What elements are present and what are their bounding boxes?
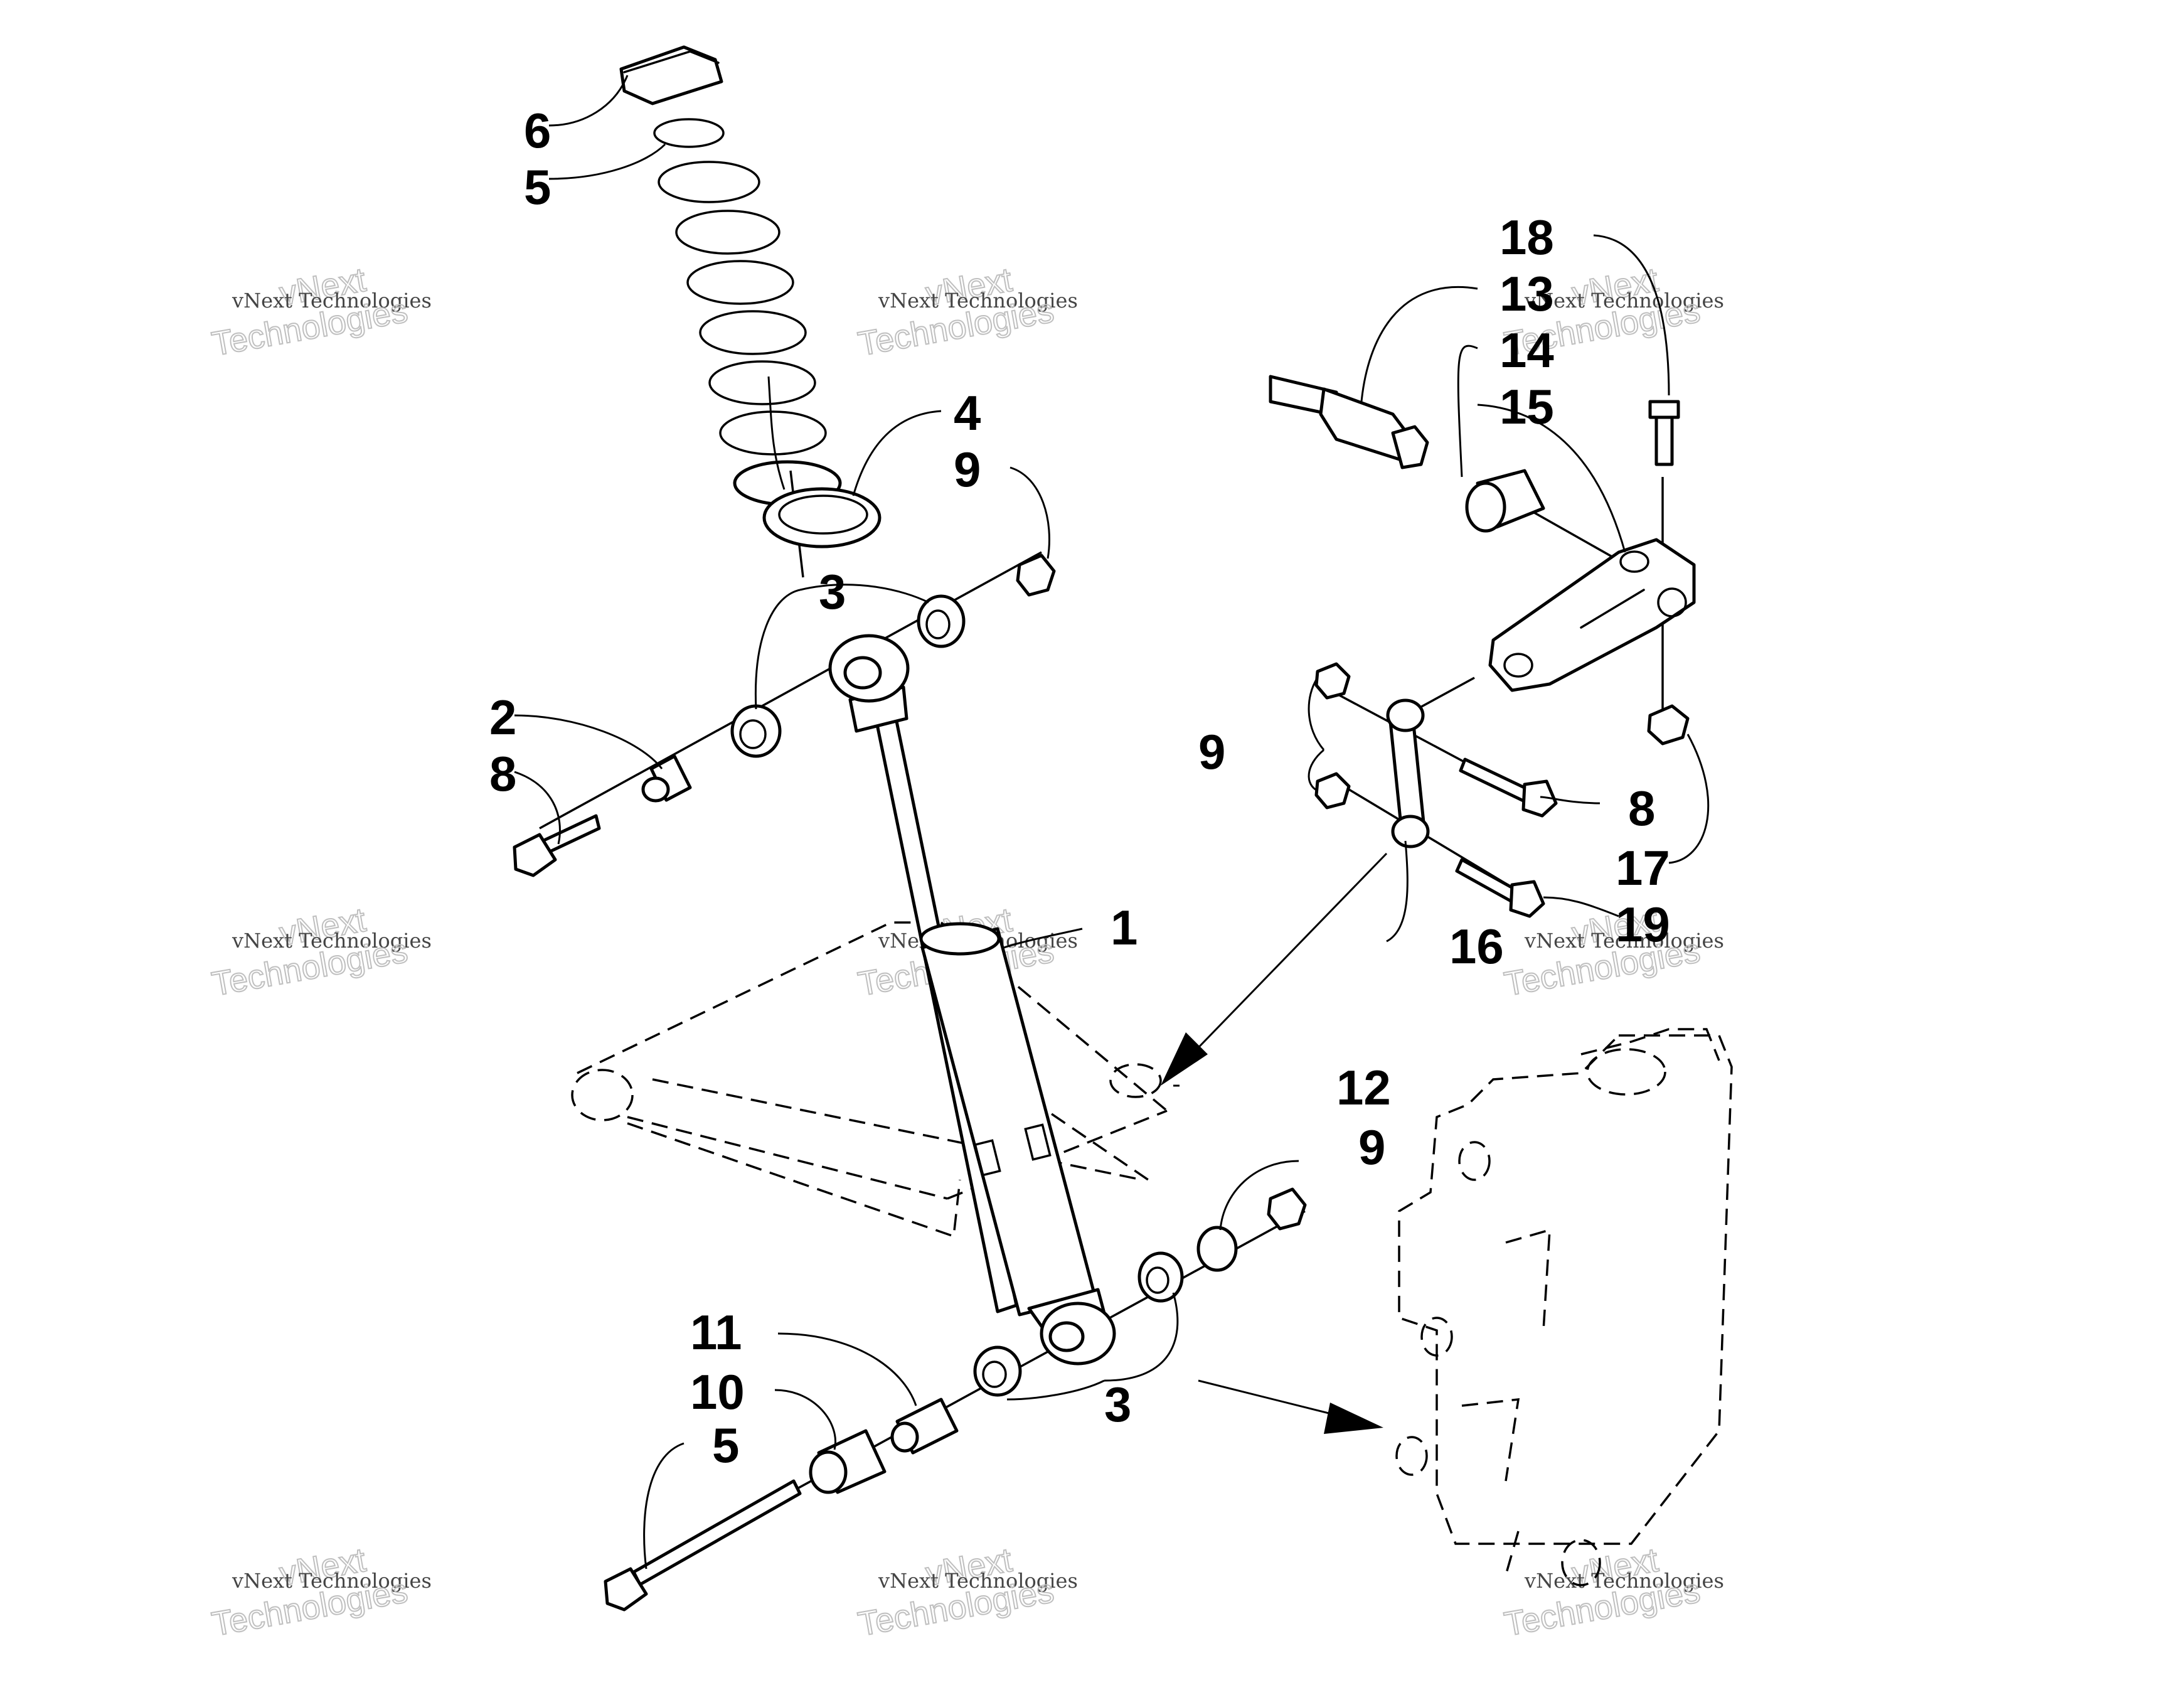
callout-3-upper: 3	[819, 564, 846, 619]
svg-text:vNext Technologies: vNext Technologies	[878, 289, 1078, 313]
bushing	[973, 1345, 1022, 1397]
shock-absorber	[828, 634, 1116, 1366]
bushing	[1137, 1251, 1184, 1303]
coil-spring	[653, 118, 842, 506]
callout-8-right: 8	[1628, 781, 1655, 836]
bolt	[632, 1479, 802, 1586]
leader-lines	[514, 75, 1710, 1569]
nut	[1314, 662, 1351, 700]
upper-bolt-axis	[539, 551, 1042, 830]
washer	[1196, 1226, 1238, 1272]
watermark: vNext vNext Technologies Technologies	[208, 1541, 432, 1644]
bolt	[1455, 858, 1520, 904]
torsion-bar-group	[1269, 375, 1696, 746]
callout-7: 6	[524, 103, 551, 158]
arrow-head	[1324, 1403, 1383, 1434]
callout-3-lower: 3	[1104, 1377, 1131, 1432]
watermark: vNext vNext Technologies Technologies	[855, 1541, 1078, 1644]
shock-body	[920, 927, 1097, 1317]
callout-14: 14	[1500, 323, 1554, 378]
watermark: vNext vNext Technologies Technologies	[1501, 901, 1724, 1004]
callout-15: 15	[1500, 379, 1554, 434]
svg-text:vNext Technologies: vNext Technologies	[878, 1569, 1078, 1593]
callout-8-left: 8	[489, 746, 516, 801]
svg-text:vNext Technologies: vNext Technologies	[1524, 929, 1724, 953]
arrow-line	[1185, 852, 1388, 1062]
callout-19: 19	[1616, 897, 1670, 952]
shock-body-top	[919, 922, 1001, 956]
assembly-arrows	[1161, 852, 1388, 1434]
bolt	[1459, 757, 1533, 804]
callout-13: 13	[1500, 266, 1554, 321]
svg-text:vNext Technologies: vNext Technologies	[232, 929, 432, 953]
svg-text:vNext Technologies: vNext Technologies	[1524, 1569, 1724, 1593]
callout-9-upper: 9	[954, 442, 981, 497]
svg-text:vNext Technologies: vNext Technologies	[232, 289, 432, 313]
callout-16: 16	[1449, 919, 1504, 974]
spindle-knuckle-ghost	[1395, 1028, 1733, 1586]
callout-9-link: 9	[1198, 724, 1225, 779]
callout-5: 5	[712, 1418, 739, 1473]
arrow-line	[1198, 1379, 1350, 1420]
callout-1: 1	[1111, 900, 1137, 955]
shock-lower-eye-hole	[1048, 1321, 1085, 1352]
callout-4: 4	[954, 385, 981, 441]
bolt	[1654, 412, 1674, 466]
arrow-head	[1161, 1032, 1208, 1086]
callout-17: 17	[1616, 840, 1670, 896]
callout-18: 18	[1500, 210, 1554, 265]
callout-10: 10	[690, 1364, 745, 1420]
nut	[1267, 1187, 1307, 1231]
nut	[1016, 553, 1056, 597]
shock-upper-eye-hole	[843, 656, 882, 690]
watermark: vNext vNext Technologies Technologies	[208, 901, 432, 1004]
link-group	[1314, 662, 1558, 918]
spring-seat	[762, 487, 882, 548]
callout-2: 2	[489, 690, 516, 745]
spring-cap	[619, 45, 723, 105]
nut	[1314, 772, 1351, 810]
svg-text:vNext Technologies: vNext Technologies	[232, 1569, 432, 1593]
callout-9-lower: 9	[1358, 1120, 1385, 1175]
watermark: vNext vNext Technologies Technologies	[855, 260, 1078, 364]
callout-11: 11	[690, 1305, 742, 1360]
callout-labels: 6 5 4 9 3 2 8 1 18 13 14 15 9 8 17 19 16…	[489, 103, 1670, 1473]
callout-6: 5	[524, 159, 551, 215]
watermark: vNext vNext Technologies Technologies	[1501, 1541, 1724, 1644]
watermark: vNext vNext Technologies Technologies	[208, 260, 432, 364]
nut	[1647, 704, 1690, 746]
svg-text:vNext Technologies: vNext Technologies	[1524, 289, 1724, 313]
upper-hardware	[513, 553, 1056, 877]
callout-12: 12	[1336, 1060, 1391, 1115]
